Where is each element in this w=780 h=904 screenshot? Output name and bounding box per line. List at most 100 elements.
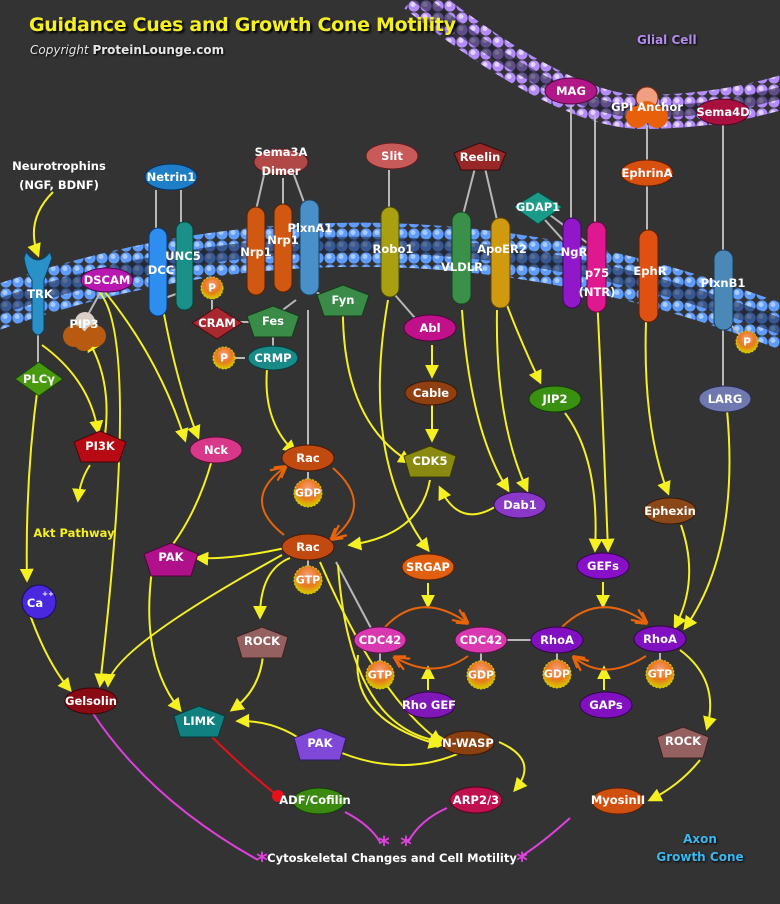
svg-text:Rho GEF: Rho GEF [402, 698, 456, 712]
receptor-plxna1[interactable]: PlxnA1 [288, 199, 333, 296]
node-cdk5[interactable]: CDK5 [403, 445, 457, 478]
svg-text:Ephexin: Ephexin [644, 504, 696, 518]
receptor-nrp1-b[interactable]: Nrp1 [267, 203, 299, 293]
svg-text:ADF/Cofilin: ADF/Cofilin [279, 793, 350, 807]
receptor-trk[interactable]: TRK [23, 250, 54, 336]
node-arp2-3[interactable]: ARP2/3 [449, 786, 503, 814]
node-gaps[interactable]: GAPs [579, 691, 633, 719]
receptor-nrp1-a[interactable]: Nrp1 [240, 206, 272, 296]
receptor-plxnb1[interactable]: PlxnB1 [701, 249, 746, 331]
svg-text:EphrinA: EphrinA [622, 166, 673, 180]
svg-text:Nck: Nck [204, 443, 228, 457]
svg-text:Rac: Rac [296, 451, 320, 465]
ligand-mag[interactable]: MAG [544, 77, 598, 105]
copyright-site: ProteinLounge.com [92, 43, 225, 57]
svg-text:GTP: GTP [368, 669, 392, 682]
node-gelsolin[interactable]: Gelsolin [64, 687, 118, 715]
svg-text:(NTR): (NTR) [579, 285, 616, 299]
node-crmp[interactable]: CRMP [247, 345, 299, 371]
binding-lines [37, 100, 741, 663]
node-ephexin[interactable]: Ephexin [643, 497, 697, 525]
gtpase-cycles [261, 468, 646, 670]
svg-text:DSCAM: DSCAM [84, 273, 131, 287]
node-fyn[interactable]: Fyn [316, 284, 370, 317]
ligand-sema4d[interactable]: Sema4D [696, 98, 750, 126]
node-abl[interactable]: Abl [403, 314, 457, 342]
node-pip3[interactable]: PIP3 [63, 312, 106, 351]
receptor-ngr[interactable]: NgR [561, 217, 588, 309]
svg-text:EphR: EphR [633, 264, 666, 278]
node-n-wasp[interactable]: N-WASP [441, 730, 495, 756]
node-cram[interactable]: CRAM [191, 306, 243, 340]
svg-text:Robo1: Robo1 [373, 242, 414, 256]
ligand-slit[interactable]: Slit [365, 142, 419, 170]
svg-text:MAG: MAG [556, 84, 586, 98]
receptor-vldlr[interactable]: VLDLR [441, 211, 483, 305]
node-rho-gef[interactable]: Rho GEF [402, 691, 456, 719]
node-jip2[interactable]: JIP2 [528, 385, 582, 413]
node-pak-lower[interactable]: PAK [293, 727, 347, 761]
receptor-robo1[interactable]: Robo1 [373, 206, 414, 298]
glial-cell-label: Glial Cell [637, 33, 697, 47]
ligand-ephrina[interactable]: EphrinA [620, 159, 674, 187]
node-nck[interactable]: Nck [189, 436, 243, 464]
node-gefs[interactable]: GEFs [576, 552, 630, 580]
ligand-gpi-anchor[interactable]: GPI Anchor [611, 86, 683, 128]
node-dab1[interactable]: Dab1 [493, 491, 547, 519]
gtp-badge-rhoa: GTP [645, 659, 675, 689]
node-adf-cofilin[interactable]: ADF/Cofilin [279, 787, 351, 815]
svg-text:P: P [208, 282, 216, 295]
svg-text:PlxnA1: PlxnA1 [288, 221, 333, 235]
node-pi3k[interactable]: PI3K [73, 430, 127, 463]
node-rac-gdp[interactable]: Rac [281, 444, 335, 472]
node-cable[interactable]: Cable [404, 380, 458, 406]
svg-text:RhoA: RhoA [643, 632, 677, 646]
node-limk[interactable]: LIMK [173, 705, 226, 738]
receptor-p75-ntr[interactable]: p75 (NTR) [579, 221, 616, 313]
svg-text:CRAM: CRAM [198, 316, 236, 330]
node-rhoa-gdp[interactable]: RhoA [530, 626, 584, 654]
phospho-badge-plxnb1: P [735, 330, 759, 354]
ligand-sema3a-dimer[interactable]: Sema3A Dimer [253, 145, 309, 178]
node-srgap[interactable]: SRGAP [401, 553, 455, 581]
svg-text:Nrp1: Nrp1 [267, 233, 299, 247]
axon-growth-cone-label: Axon Growth Cone [655, 832, 745, 864]
svg-text:Gelsolin: Gelsolin [65, 694, 117, 708]
ligand-gdap1[interactable]: GDAP1 [513, 191, 563, 225]
receptor-unc5[interactable]: UNC5 [165, 221, 201, 311]
node-cdc42-gtp[interactable]: CDC42 [353, 626, 407, 654]
svg-text:GDP: GDP [295, 487, 321, 500]
copyright-prefix: Copyright [30, 43, 89, 57]
node-fes[interactable]: Fes [246, 305, 300, 338]
node-rock-right[interactable]: ROCK [656, 726, 710, 759]
node-rhoa-gtp[interactable]: RhoA [633, 625, 687, 653]
ligand-netrin1[interactable]: Netrin1 [144, 163, 198, 191]
gdp-badge-cdc42: GDP [466, 660, 496, 690]
receptor-apoer2[interactable]: ApoER2 [477, 217, 527, 309]
svg-text:Abl: Abl [419, 321, 440, 335]
svg-text:JIP2: JIP2 [542, 392, 568, 406]
svg-text:Fes: Fes [262, 314, 284, 328]
node-cdc42-gdp[interactable]: CDC42 [454, 626, 508, 654]
asterisk-icon: * [256, 849, 268, 874]
node-rac-gtp[interactable]: Rac [281, 533, 335, 561]
node-rock-left[interactable]: ROCK [235, 626, 289, 659]
svg-text:TRK: TRK [27, 287, 54, 301]
svg-text:PlxnB1: PlxnB1 [701, 276, 746, 290]
node-larg[interactable]: LARG [698, 385, 752, 413]
svg-text:PLCγ: PLCγ [23, 372, 55, 386]
svg-text:GDP: GDP [544, 668, 570, 681]
node-plcg[interactable]: PLCγ [14, 361, 64, 397]
node-calcium[interactable]: Ca ++ [21, 584, 57, 620]
axon-label: Axon [683, 832, 717, 846]
asterisk-icon: * [516, 849, 528, 874]
svg-text:Netrin1: Netrin1 [147, 170, 196, 184]
node-pak-upper[interactable]: PAK [143, 542, 199, 577]
receptor-dcc[interactable]: DCC [148, 227, 174, 317]
receptor-ephr[interactable]: EphR [633, 229, 667, 323]
svg-text:Reelin: Reelin [460, 150, 501, 164]
ligand-reelin[interactable]: Reelin [453, 142, 507, 171]
receptor-dscam[interactable]: DSCAM [80, 267, 134, 293]
node-myosin-ii[interactable]: MyosinII [591, 787, 645, 815]
